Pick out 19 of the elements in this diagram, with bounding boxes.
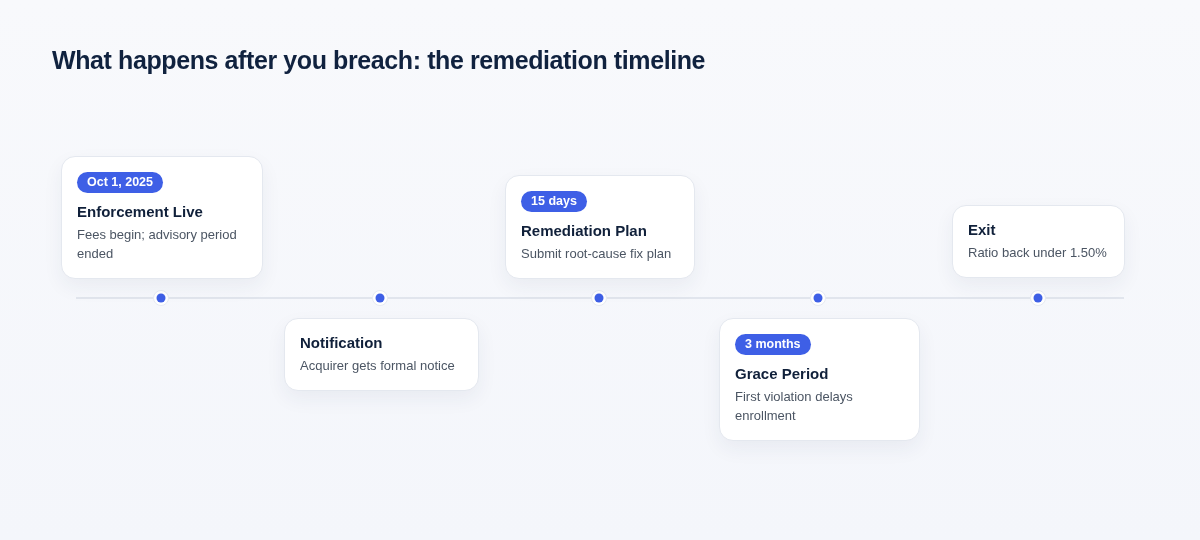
diagram-title: What happens after you breach: the remediation timeline — [52, 45, 706, 76]
event-description: Submit root-cause fix plan — [521, 245, 673, 263]
event-description: Acquirer gets formal notice — [300, 357, 456, 375]
event-title: Remediation Plan — [521, 221, 648, 240]
event-description: Fees begin; advisory period ended — [77, 226, 238, 263]
time-badge: 3 months — [735, 334, 811, 355]
event-title: Notification — [300, 333, 384, 352]
event-title: Grace Period — [735, 364, 830, 383]
time-badge: 15 days — [521, 191, 587, 212]
event-description: Ratio back under 1.50% — [968, 244, 1108, 262]
event-card — [284, 318, 479, 391]
time-badge: Oct 1, 2025 — [77, 172, 163, 193]
event-card — [505, 175, 695, 279]
event-card — [61, 156, 263, 279]
event-title: Enforcement Live — [77, 202, 204, 221]
event-card — [719, 318, 920, 441]
event-card — [952, 205, 1125, 278]
event-description: First violation delays enrollment — [735, 388, 854, 425]
event-title: Exit — [968, 220, 997, 239]
